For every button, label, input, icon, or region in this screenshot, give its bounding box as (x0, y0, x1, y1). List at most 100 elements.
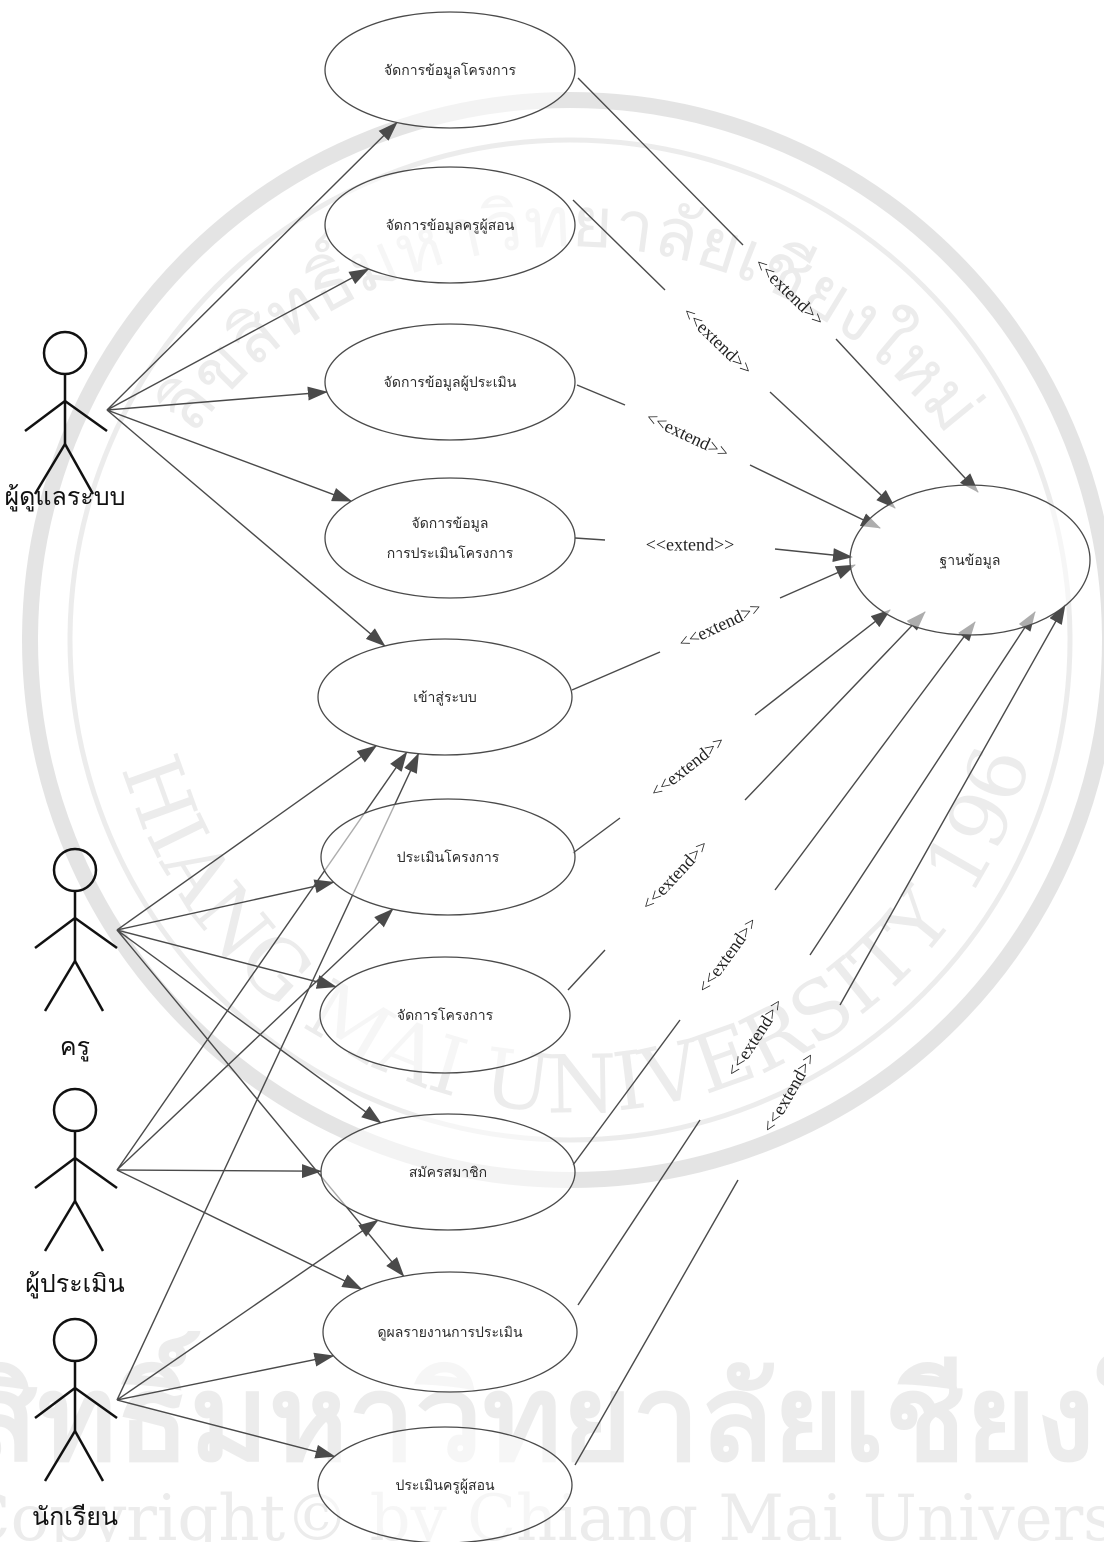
extend-line-end-evaluate_project (754, 609, 891, 716)
association-line-student-view_report (116, 1352, 335, 1401)
use-case-evaluate-teacher: ประเมินครูผู้สอน (317, 1426, 573, 1542)
actor-left-leg (43, 1430, 77, 1482)
use-case-label: จัดการข้อมูลครูผู้สอน (386, 218, 515, 234)
extend-relation-login: <<extend>> (571, 564, 856, 691)
association-line-assessor-register (116, 1164, 322, 1179)
association-line-student-register (116, 1219, 379, 1401)
extend-label: <<extend>> (679, 303, 757, 379)
use-case-label: จัดการโครงการ (397, 1007, 494, 1024)
association-line-assessor-evaluate_project (116, 908, 394, 1171)
extend-relation-view_report: <<extend>> (577, 611, 1036, 1306)
association-line-admin-manage_assessor_data (106, 386, 328, 411)
extend-line-end-evaluate_teacher (839, 604, 1066, 1006)
extend-line-start-register (572, 1019, 681, 1166)
extend-line-end-manage_assessor_data (749, 464, 881, 529)
use-case-ellipse (324, 477, 576, 599)
actor-head (42, 330, 88, 376)
watermark-inner-ring (67, 137, 1073, 1143)
use-cases: จัดการข้อมูลโครงการจัดการข้อมูลครูผู้สอน… (317, 11, 1091, 1542)
actor-label: ผู้ประเมิน (25, 1271, 125, 1299)
extend-line-end-manage_project (744, 611, 926, 801)
extend-label: <<extend>> (693, 913, 761, 996)
association-lines (106, 121, 420, 1459)
association-line-admin-manage_teacher_data (106, 268, 370, 411)
association-line-teacher-manage_project (116, 929, 337, 989)
association-line-teacher-register (116, 929, 382, 1124)
use-case-ellipse (320, 1113, 576, 1231)
use-case-ellipse (322, 1271, 578, 1393)
use-case-manage-project: จัดการโครงการ (319, 956, 571, 1074)
use-case-manage-project-data: จัดการข้อมูลโครงการ (324, 11, 576, 129)
use-case-label-line-2: การประเมินโครงการ (387, 545, 514, 562)
actor-left-arm (34, 917, 76, 949)
extend-relation-manage_project_eval_data: <<extend>> (574, 535, 853, 562)
actor-right-arm (74, 916, 118, 950)
extend-label: <<extend>> (637, 836, 712, 914)
use-case-label: จัดการข้อมูล (412, 516, 489, 532)
extend-line-end-register (774, 621, 976, 891)
extend-line-start-manage_project_eval_data (574, 537, 606, 541)
extend-line-start-view_report (577, 1119, 701, 1306)
extend-line-start-manage_project_data (577, 77, 744, 246)
actor-right-leg (73, 960, 105, 1012)
extend-line-end-manage_project_data (835, 338, 979, 493)
use-case-ellipse (319, 956, 571, 1074)
use-case-register: สมัครสมาชิก (320, 1113, 576, 1231)
association-line-admin-manage_project_data (106, 121, 398, 411)
actor-right-leg (73, 1430, 105, 1482)
actor-left-leg (43, 960, 77, 1012)
extend-line-end-login (779, 564, 856, 599)
association-line-teacher-login (116, 745, 378, 931)
extend-line-start-manage_teacher_data (572, 199, 666, 291)
actor-label: ผู้ดูแลระบบ (5, 484, 126, 512)
extend-line-start-manage_assessor_data (576, 384, 626, 406)
actor-right-arm (64, 399, 108, 433)
use-case-ellipse (849, 484, 1091, 636)
actor-left-arm (24, 400, 66, 432)
extend-label: <<extend>> (643, 407, 732, 463)
association-line-admin-manage_project_eval_data (106, 409, 353, 502)
actor-label: นักเรียน (32, 1503, 118, 1531)
association-line-assessor-view_report (116, 1169, 363, 1290)
use-case-ellipse (324, 166, 576, 284)
extend-line-start-evaluate_project (572, 817, 621, 854)
extend-line-end-manage_project_eval_data (774, 548, 853, 562)
actor-student: นักเรียน (32, 1317, 118, 1531)
association-line-student-evaluate_teacher (116, 1399, 336, 1459)
actor-admin: ผู้ดูแลระบบ (5, 330, 126, 512)
association-line-teacher-evaluate_project (116, 879, 335, 931)
actor-head (52, 1087, 98, 1133)
use-case-view-report: ดูผลรายงานการประเมิน (322, 1271, 578, 1393)
extend-line-end-view_report (809, 611, 1036, 956)
use-case-label: ประเมินโครงการ (397, 849, 500, 866)
actor-assessor: ผู้ประเมิน (25, 1087, 125, 1299)
use-case-ellipse (324, 11, 576, 129)
use-case-manage-teacher-data: จัดการข้อมูลครูผู้สอน (324, 166, 576, 284)
extend-label: <<extend>> (646, 731, 728, 801)
use-case-ellipse (317, 1426, 573, 1542)
extend-relation-manage_assessor_data: <<extend>> (576, 384, 881, 529)
extend-line-start-manage_project (567, 949, 606, 991)
extend-line-end-manage_teacher_data (769, 391, 896, 509)
actor-right-leg (63, 443, 95, 495)
extend-relation-evaluate_project: <<extend>> (572, 609, 891, 854)
actor-left-arm (34, 1157, 76, 1189)
actor-right-arm (74, 1386, 118, 1420)
use-case-ellipse (317, 638, 573, 756)
actor-teacher: ครู (34, 847, 118, 1062)
use-case-label: ประเมินครูผู้สอน (395, 1478, 495, 1494)
extend-line-start-evaluate_teacher (574, 1179, 739, 1466)
use-case-ellipse (320, 798, 576, 916)
actor-left-leg (33, 443, 67, 495)
actor-label: ครู (60, 1034, 90, 1062)
use-case-label: เข้าสู่ระบบ (413, 690, 477, 706)
extend-line-start-login (571, 651, 661, 691)
actor-right-leg (73, 1200, 105, 1252)
extend-label: <<extend>> (646, 535, 735, 555)
actor-right-arm (74, 1156, 118, 1190)
use-case-label: ดูผลรายงานการประเมิน (377, 1326, 523, 1341)
use-case-ellipse (324, 323, 576, 441)
